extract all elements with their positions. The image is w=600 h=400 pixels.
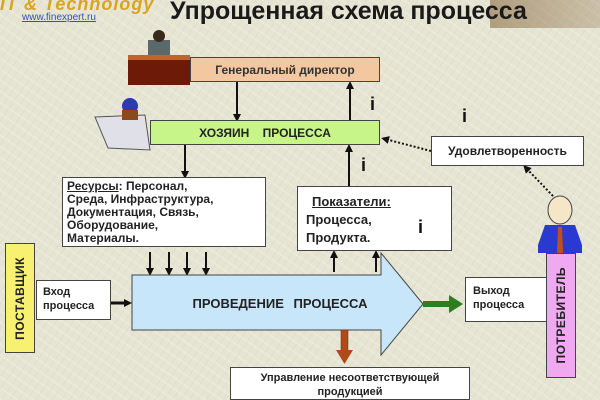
nonconforming-product-box: Управление несоответствующей продукцией xyxy=(230,367,470,400)
process-output-line: Выход xyxy=(473,285,510,297)
resources-box: Ресурсы: Персонал, Среда, Инфраструктура… xyxy=(62,177,266,247)
resources-heading: Ресурсы xyxy=(67,179,119,193)
website-link[interactable]: www.finexpert.ru xyxy=(22,12,96,23)
general-director-box: Генеральный директор xyxy=(190,57,380,82)
supplier-box: ПОСТАВЩИК xyxy=(5,243,35,353)
arrow-satisfaction-to-owner xyxy=(381,136,432,152)
process-output-box: Выход процесса xyxy=(465,277,547,322)
process-output-line: процесса xyxy=(473,299,525,311)
consumer-label: ПОТРЕБИТЕЛЬ xyxy=(554,267,568,364)
indicators-line: Процесса, xyxy=(306,212,372,227)
resources-line: : Персонал, xyxy=(118,179,188,193)
nonconforming-line: продукцией xyxy=(317,386,383,398)
resources-line: Среда, Инфраструктура, xyxy=(67,192,214,206)
indicators-box: Показатели: Процесса, Продукта. xyxy=(297,186,452,251)
resources-to-process-arrows xyxy=(146,252,210,276)
arrow-process-to-nonconforming xyxy=(336,329,353,364)
page-title: Упрощенная схема процесса xyxy=(170,0,527,25)
resources-line: Документация, Связь, xyxy=(67,205,199,219)
process-arrow-shape xyxy=(131,251,424,357)
arrow-consumer-to-satisfaction xyxy=(523,165,554,197)
indicators-heading: Показатели: xyxy=(312,194,391,209)
owner-figure-icon xyxy=(94,98,151,151)
info-icon: i xyxy=(418,217,424,237)
title-band xyxy=(490,0,600,28)
info-icon: i xyxy=(361,155,367,175)
satisfaction-box: Удовлетворенность xyxy=(431,136,584,166)
director-figure-icon xyxy=(148,30,170,56)
info-icon: i xyxy=(370,94,376,114)
process-owner-box: ХОЗЯИН ПРОЦЕССА xyxy=(150,120,380,145)
info-icon: i xyxy=(462,106,468,126)
nonconforming-line: Управление несоответствующей xyxy=(260,372,440,384)
arrow-process-to-output xyxy=(423,295,463,313)
resources-line: Материалы. xyxy=(67,231,139,245)
process-to-indicators-arrows xyxy=(330,250,380,272)
process-execution-label: ПРОВЕДЕНИЕ ПРОЦЕССА xyxy=(192,296,368,311)
consumer-figure-icon xyxy=(538,195,582,253)
director-desk xyxy=(128,55,190,85)
resources-line: Оборудование, xyxy=(67,218,159,232)
indicators-line: Продукта. xyxy=(306,230,371,245)
process-input-box: Вход процесса xyxy=(36,280,111,320)
process-input-line: Вход xyxy=(43,286,71,298)
logo-text: IT & Technology xyxy=(0,0,155,14)
consumer-box: ПОТРЕБИТЕЛЬ xyxy=(546,253,576,378)
process-input-line: процесса xyxy=(43,300,95,312)
supplier-label: ПОСТАВЩИК xyxy=(13,256,27,340)
